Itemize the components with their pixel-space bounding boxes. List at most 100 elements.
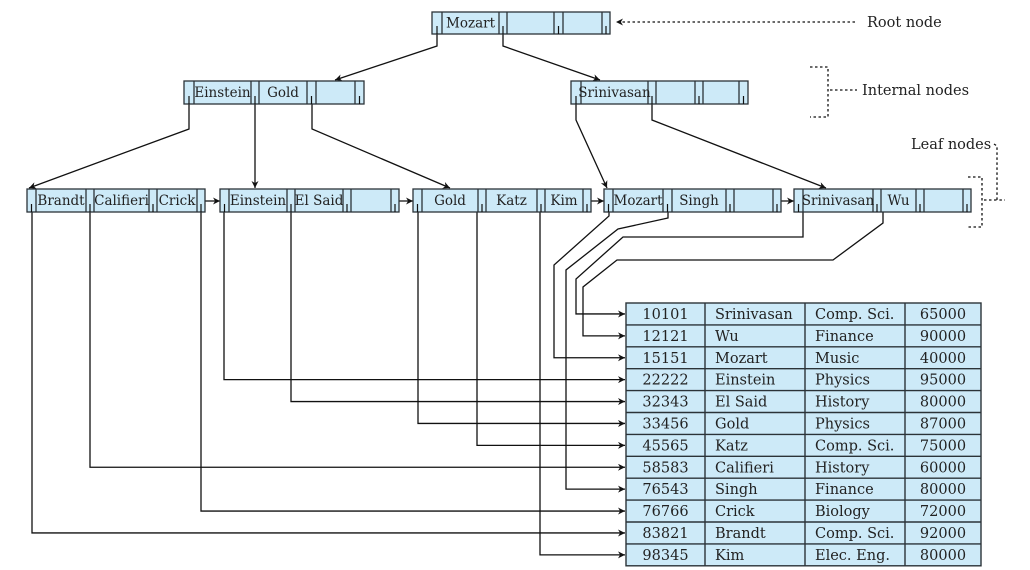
internal-pointer <box>575 96 608 189</box>
table-row: 76543 Singh Finance 80000 <box>642 482 966 498</box>
record-pointer-wu <box>582 205 884 340</box>
internal-node-right-box <box>570 80 749 105</box>
table-cell: Singh <box>715 482 758 498</box>
leaf-node-3: Gold Katz Kim <box>412 188 592 213</box>
leaf-node-5-box <box>793 188 972 213</box>
node-key: Kim <box>550 193 577 209</box>
table-cell: 60000 <box>920 460 966 476</box>
node-key: Gold <box>267 85 299 101</box>
root-node-box <box>431 11 611 35</box>
leaf-node-5: Srinivasan Wu <box>793 188 972 213</box>
record-pointer-califieri <box>89 205 625 471</box>
table-cell: 75000 <box>920 438 966 454</box>
table-cell: Comp. Sci. <box>815 438 894 454</box>
leaf-node-2: Einstein El Said <box>219 188 400 213</box>
table-cell: Physics <box>815 416 870 432</box>
record-pointer-el-said <box>290 205 625 406</box>
leaf-nodes-callout <box>993 143 1005 201</box>
table-row: 15151 Mozart Music 40000 <box>642 351 966 367</box>
table-cell: 80000 <box>920 548 966 564</box>
root-pointer-0 <box>334 26 438 82</box>
table-cell: Einstein <box>715 373 775 389</box>
table-cell: Finance <box>815 482 874 498</box>
node-key: Einstein <box>194 85 251 101</box>
record-pointer-singh <box>565 205 669 493</box>
node-key: Gold <box>434 193 466 209</box>
record-pointer-katz <box>476 205 625 449</box>
node-key: Mozart <box>446 16 496 32</box>
table-row: 83821 Brandt Comp. Sci. 92000 <box>642 526 966 542</box>
leaf-nodes-label: Leaf nodes <box>911 137 991 153</box>
table-cell: Brandt <box>715 526 766 542</box>
node-key: Srinivasan <box>578 85 651 101</box>
table-cell: Crick <box>715 504 755 520</box>
table-cell: Mozart <box>715 351 768 367</box>
leaf-node-1: Brandt Califieri Crick <box>26 188 206 213</box>
record-pointer-einstein <box>223 205 625 384</box>
table-cell: Finance <box>815 329 874 345</box>
table-cell: 76766 <box>642 504 688 520</box>
root-node: Mozart <box>431 11 611 35</box>
table-cell: 40000 <box>920 351 966 367</box>
table-cell: 45565 <box>642 438 688 454</box>
record-pointer-srinivasan <box>575 205 804 318</box>
table-cell: Music <box>815 351 859 367</box>
table-cell: Wu <box>715 329 739 345</box>
table-cell: Califieri <box>715 460 774 476</box>
node-key: Singh <box>679 193 719 209</box>
internal-node-left-box <box>183 80 365 105</box>
table-cell: 80000 <box>920 482 966 498</box>
table-cell: 92000 <box>920 526 966 542</box>
table-cell: 90000 <box>920 329 966 345</box>
record-pointer-crick <box>200 205 625 515</box>
node-key: Crick <box>159 193 197 209</box>
table-cell: History <box>815 395 870 411</box>
node-key: Brandt <box>37 193 85 209</box>
record-pointer-brandt <box>31 205 625 537</box>
node-key: Einstein <box>230 193 287 209</box>
table-cell: 58583 <box>642 460 688 476</box>
table-row: 10101 Srinivasan Comp. Sci. 65000 <box>642 307 966 323</box>
table-cell: 72000 <box>920 504 966 520</box>
node-key: Srinivasan <box>802 193 875 209</box>
internal-nodes-bracket <box>810 66 829 118</box>
leaf-node-2-box <box>219 188 400 213</box>
table-cell: 15151 <box>642 351 688 367</box>
internal-nodes-label: Internal nodes <box>862 83 969 99</box>
table-cell: Comp. Sci. <box>815 307 894 323</box>
table-cell: Srinivasan <box>715 307 793 323</box>
node-key: Califieri <box>94 193 149 209</box>
table-cell: Gold <box>715 416 749 432</box>
table-cell: 76543 <box>642 482 688 498</box>
node-key: El Said <box>295 193 344 209</box>
table-cell: 32343 <box>642 395 688 411</box>
table-cell: Biology <box>815 504 871 520</box>
leaf-nodes-bracket <box>968 176 983 228</box>
table-row: 76766 Crick Biology 72000 <box>642 504 966 520</box>
table-cell: 95000 <box>920 373 966 389</box>
table-cell: Elec. Eng. <box>815 548 890 564</box>
table-cell: 83821 <box>642 526 688 542</box>
leaf-node-3-box <box>412 188 592 213</box>
node-key: Wu <box>887 193 909 209</box>
table-cell: 10101 <box>642 307 688 323</box>
internal-pointer <box>311 96 451 189</box>
record-pointer-kim <box>539 205 625 559</box>
node-key: Katz <box>496 193 527 209</box>
internal-node-right: Srinivasan <box>570 80 749 105</box>
table-cell: Comp. Sci. <box>815 526 894 542</box>
node-key: Mozart <box>614 193 664 209</box>
record-pointer-gold <box>417 205 625 427</box>
table-cell: 33456 <box>642 416 688 432</box>
table-cell: 65000 <box>920 307 966 323</box>
internal-pointer <box>28 96 190 189</box>
leaf-node-1-box <box>26 188 206 213</box>
table-cell: 22222 <box>642 373 688 389</box>
